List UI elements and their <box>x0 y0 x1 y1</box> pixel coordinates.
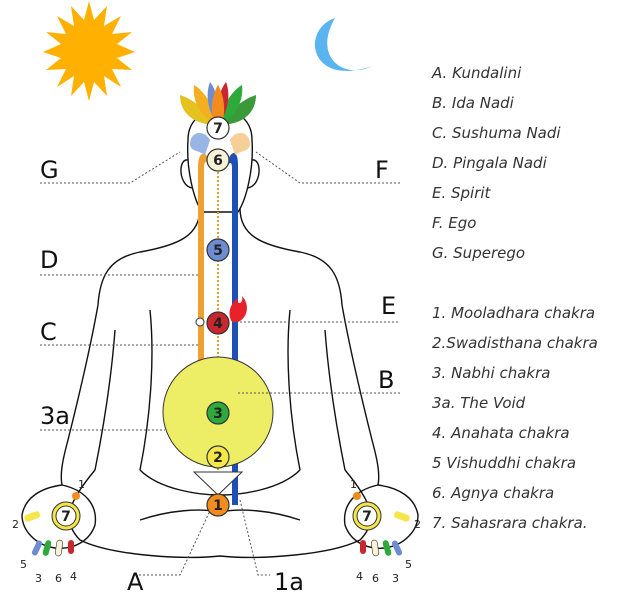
chakra-5: 5 <box>206 238 230 262</box>
legend-item: 5 Vishuddhi chakra <box>432 454 577 472</box>
leader-lines <box>40 151 400 576</box>
svg-text:4: 4 <box>70 570 77 583</box>
agnya-glow-right <box>230 133 250 155</box>
legend-item: 6. Agnya chakra <box>432 484 555 502</box>
label-d: D <box>40 246 58 274</box>
legend-item: D. Pingala Nadi <box>432 154 547 172</box>
agnya-glow <box>190 133 210 155</box>
legend-item: 2.Swadisthana chakra <box>432 334 598 352</box>
pingala-node <box>195 317 205 327</box>
svg-text:4: 4 <box>213 316 223 332</box>
chakra-2: 2 <box>206 445 230 469</box>
legend-item: A. Kundalini <box>432 64 522 82</box>
label-g: G <box>40 156 59 184</box>
svg-text:7: 7 <box>61 509 71 525</box>
legend-item: 1. Mooladhara chakra <box>432 304 596 322</box>
svg-text:2: 2 <box>213 450 223 466</box>
svg-text:1: 1 <box>78 478 85 491</box>
svg-text:3: 3 <box>392 572 399 585</box>
legend-item: C. Sushuma Nadi <box>432 124 561 142</box>
legend-item: F. Ego <box>432 214 477 232</box>
legend-item: 3a. The Void <box>432 394 526 412</box>
svg-text:2: 2 <box>414 518 421 531</box>
label-1a: 1a <box>274 568 304 596</box>
lotus-crown-icon <box>180 82 256 125</box>
legend-chakras: 1. Mooladhara chakra 2.Swadisthana chakr… <box>432 298 598 538</box>
label-b: B <box>378 366 394 394</box>
right-hand-chakras: 7 1 2 5 3 6 4 <box>350 478 421 585</box>
chakra-3: 3 <box>206 401 230 425</box>
chakra-4: 4 <box>206 311 230 335</box>
svg-text:1: 1 <box>350 478 357 491</box>
legend-item: 7. Sahasrara chakra. <box>432 514 588 532</box>
chakra-6: 6 <box>206 148 230 172</box>
sun-icon <box>43 1 135 101</box>
flame-icon <box>229 296 247 322</box>
legend-item: B. Ida Nadi <box>432 94 514 112</box>
label-e: E <box>381 292 396 320</box>
svg-text:4: 4 <box>356 570 363 583</box>
label-f: F <box>375 156 389 184</box>
svg-text:7: 7 <box>213 121 223 137</box>
svg-text:3: 3 <box>35 572 42 585</box>
svg-text:3: 3 <box>213 406 223 422</box>
svg-text:6: 6 <box>213 153 223 169</box>
svg-text:6: 6 <box>372 572 379 585</box>
chakra-7: 7 <box>206 116 230 140</box>
label-c: C <box>40 318 57 346</box>
svg-text:2: 2 <box>12 518 19 531</box>
kundalini-triangle <box>192 471 244 496</box>
legend-item: 3. Nabhi chakra <box>432 364 551 382</box>
svg-text:1: 1 <box>213 498 223 514</box>
legend-item: E. Spirit <box>432 184 491 202</box>
label-3a: 3a <box>40 402 70 430</box>
moon-icon <box>314 18 372 71</box>
legend-item: 4. Anahata chakra <box>432 424 570 442</box>
svg-text:7: 7 <box>362 509 372 525</box>
svg-text:6: 6 <box>55 572 62 585</box>
legend-letters: A. Kundalini B. Ida Nadi C. Sushuma Nadi… <box>432 58 561 268</box>
left-hand-chakras: 7 1 2 5 3 6 4 <box>12 478 85 585</box>
svg-text:5: 5 <box>405 558 412 571</box>
svg-text:5: 5 <box>213 243 223 259</box>
legend-item: G. Superego <box>432 244 526 262</box>
label-a: A <box>127 568 144 596</box>
svg-text:5: 5 <box>20 558 27 571</box>
chakra-1: 1 <box>206 493 230 517</box>
